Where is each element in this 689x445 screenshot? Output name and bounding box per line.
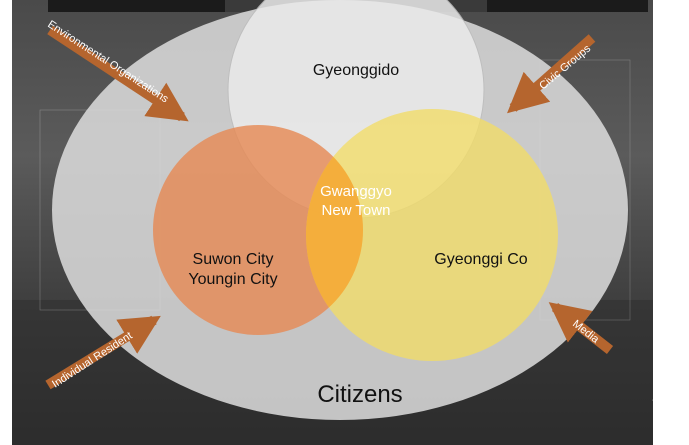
arrow-civic	[507, 34, 596, 114]
arrow-media	[548, 302, 614, 354]
arrow-individual	[45, 315, 161, 390]
center-label-line1: Gwanggyo	[320, 183, 392, 200]
right-white-margin	[653, 0, 689, 445]
suwon-circle	[153, 125, 363, 335]
center-label-line2: New Town	[322, 202, 391, 219]
gyeonggi-co-label: Gyeonggi Co	[434, 251, 527, 268]
page-number: 42	[653, 390, 670, 407]
gyeonggi-co-circle	[306, 109, 558, 361]
arrow-env	[47, 25, 189, 122]
left-white-margin	[0, 0, 12, 445]
citizens-label: Citizens	[317, 381, 402, 408]
gyeonggido-label: Gyeonggido	[313, 62, 399, 79]
youngin-label: Youngin City	[188, 271, 277, 288]
suwon-label: Suwon City	[193, 251, 274, 268]
